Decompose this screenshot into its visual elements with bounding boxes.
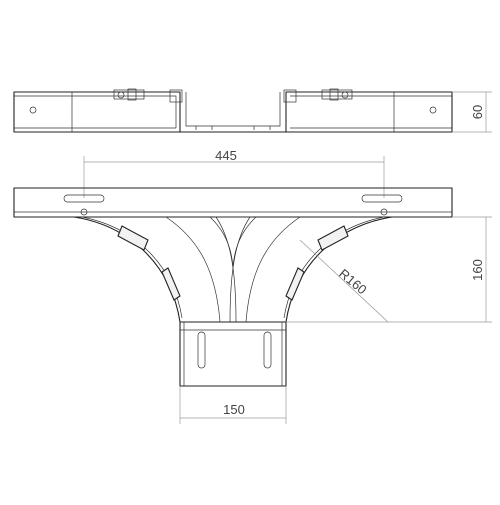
slot-stem-right (263, 331, 272, 369)
slot-right (361, 194, 403, 203)
dimension-width-bottom: 150 (179, 386, 287, 424)
dimension-height-side: 60 (452, 91, 492, 133)
dimension-radius: R160 (299, 239, 389, 323)
slot-stem-left (197, 331, 206, 369)
dimension-label-445: 445 (215, 148, 237, 163)
dimension-label-150: 150 (223, 402, 245, 417)
front-view (13, 187, 453, 387)
dimension-label-160: 160 (470, 259, 485, 281)
dimension-height-front: 160 (286, 216, 492, 323)
slot-left (63, 194, 105, 203)
bolt-hole-left (29, 106, 37, 114)
bolt-hole-right (429, 106, 437, 114)
side-view (13, 88, 453, 133)
dimension-width-top: 445 (83, 148, 385, 198)
dimension-label-60: 60 (470, 105, 485, 119)
dimension-label-r160: R160 (336, 266, 369, 297)
